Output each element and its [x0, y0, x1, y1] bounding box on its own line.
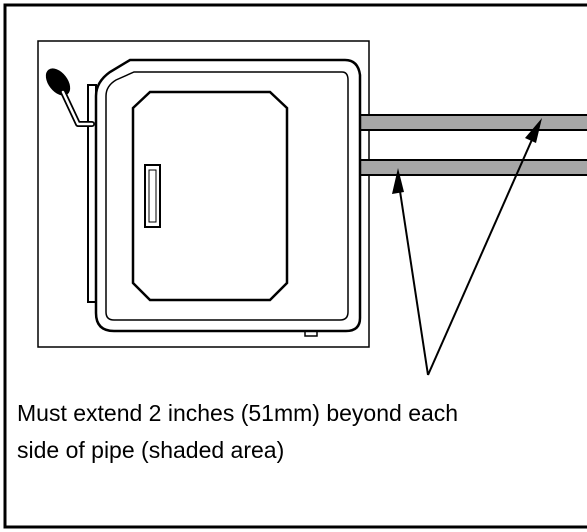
pipe-lower — [360, 159, 587, 176]
handle-knob-icon — [45, 68, 95, 127]
pointer-arrows — [392, 118, 542, 376]
caption-text: Must extend 2 inches (51mm) beyond each … — [17, 395, 582, 469]
water-heater-top-view-icon — [87, 58, 362, 337]
outer-frame — [3, 3, 587, 529]
pipe-upper — [360, 114, 587, 131]
appliance-panel — [37, 40, 370, 348]
caption-line-2: side of pipe (shaded area) — [17, 437, 285, 463]
caption-line-1: Must extend 2 inches (51mm) beyond each — [17, 400, 459, 426]
